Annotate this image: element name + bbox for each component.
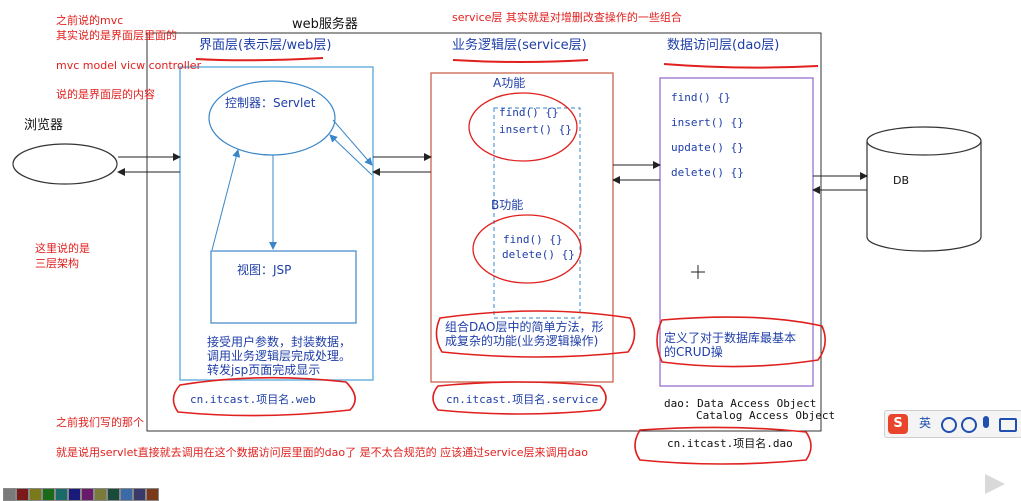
note-three-tier-2: 三层架构 bbox=[35, 257, 79, 270]
service-desc-circle bbox=[435, 310, 636, 358]
db-label: DB bbox=[893, 174, 910, 187]
microphone-icon[interactable] bbox=[983, 416, 989, 428]
function-b-method-2: delete() {} bbox=[502, 248, 575, 261]
web-package-circle bbox=[172, 376, 356, 417]
palette-swatch-purple[interactable] bbox=[81, 488, 94, 501]
function-dashed-box bbox=[493, 107, 581, 319]
function-a-method-2: insert() {} bbox=[499, 123, 572, 136]
db-cylinder bbox=[866, 141, 982, 252]
note-bottom: 就是说用servlet直接就去调用在这个数据访问层里面的dao了 是不太合规范的… bbox=[56, 446, 588, 459]
web-server-box bbox=[146, 32, 822, 432]
dao-method-update: update() {} bbox=[671, 141, 744, 154]
function-b-circle bbox=[472, 214, 582, 284]
color-palette[interactable] bbox=[0, 488, 160, 501]
palette-swatch-teal[interactable] bbox=[55, 488, 68, 501]
function-a-label: A功能 bbox=[493, 76, 526, 90]
ime-toolbar[interactable]: S 英 bbox=[884, 410, 1021, 438]
function-b-label: B功能 bbox=[491, 198, 524, 212]
web-layer-box bbox=[179, 66, 374, 381]
dao-layer-box bbox=[659, 77, 814, 387]
web-layer-title: 界面层(表示层/web层) bbox=[199, 38, 332, 53]
palette-swatch-green[interactable] bbox=[42, 488, 55, 501]
web-server-title: web服务器 bbox=[292, 17, 358, 32]
browser-ellipse bbox=[12, 143, 118, 185]
controller-ellipse bbox=[208, 80, 336, 156]
function-a-method-1: find() {} bbox=[499, 106, 559, 119]
note-mvc-2: 其实说的是界面层里面的 bbox=[56, 29, 177, 42]
ime-mode-label[interactable]: 英 bbox=[919, 416, 932, 430]
dao-method-insert: insert() {} bbox=[671, 116, 744, 129]
note-mvc-1: 之前说的mvc bbox=[56, 14, 124, 27]
punctuation-icon[interactable] bbox=[941, 417, 957, 433]
palette-swatch-maroon[interactable] bbox=[16, 488, 29, 501]
dao-abbreviation-1: dao: Data Access Object bbox=[664, 397, 817, 410]
smiley-icon[interactable] bbox=[961, 417, 977, 433]
controller-label: 控制器：Servlet bbox=[225, 96, 316, 110]
dao-package-circle bbox=[634, 426, 812, 465]
service-layer-title: 业务逻辑层(service层) bbox=[452, 38, 587, 53]
dao-desc-circle bbox=[656, 316, 826, 368]
palette-swatch-slate[interactable] bbox=[133, 488, 146, 501]
web-package-label: cn.itcast.项目名.web bbox=[190, 393, 316, 406]
sogou-s-icon[interactable]: S bbox=[888, 414, 908, 434]
dao-layer-desc-2: 的CRUD操 bbox=[664, 345, 723, 359]
palette-swatch-gray[interactable] bbox=[3, 488, 16, 501]
view-label: 视图：JSP bbox=[237, 263, 292, 277]
browser-label: 浏览器 bbox=[24, 118, 64, 133]
view-box bbox=[210, 250, 357, 324]
service-layer-desc-1: 组合DAO层中的简单方法，形 bbox=[445, 320, 604, 334]
web-layer-desc-2: 调用业务逻辑层完成处理。 bbox=[207, 349, 352, 363]
note-three-tier-1: 这里说的是 bbox=[35, 242, 90, 255]
service-layer-desc-2: 成复杂的功能(业务逻辑操作) bbox=[445, 334, 599, 348]
dao-method-find: find() {} bbox=[671, 91, 731, 104]
palette-swatch-olive[interactable] bbox=[29, 488, 42, 501]
dao-method-delete: delete() {} bbox=[671, 166, 744, 179]
dao-abbreviation-2: Catalog Access Object bbox=[696, 409, 836, 422]
service-package-circle bbox=[432, 381, 607, 415]
web-layer-desc-3: 转发jsp页面完成显示 bbox=[207, 363, 321, 377]
dao-package-label: cn.itcast.项目名.dao bbox=[667, 437, 793, 450]
web-layer-desc-1: 接受用户参数，封装数据， bbox=[207, 335, 352, 349]
palette-swatch-brown[interactable] bbox=[146, 488, 159, 501]
note-service-top: service层 其实就是对增删改查操作的一些组合 bbox=[452, 11, 682, 24]
view-to-controller-arrow bbox=[211, 149, 241, 251]
note-mvc-4: 说的是界面层的内容 bbox=[56, 88, 155, 101]
service-to-controller-arrow bbox=[329, 134, 373, 176]
note-before: 之前我们写的那个 bbox=[56, 416, 144, 429]
note-mvc-3: mvc model vicw controller bbox=[56, 59, 202, 72]
dao-title-underline bbox=[663, 63, 819, 69]
controller-to-service-arrow bbox=[332, 119, 373, 166]
web-title-underline bbox=[195, 57, 324, 62]
keyboard-icon[interactable] bbox=[999, 418, 1017, 432]
palette-swatch-khaki[interactable] bbox=[94, 488, 107, 501]
service-package-label: cn.itcast.项目名.service bbox=[446, 393, 599, 406]
dao-layer-title: 数据访问层(dao层) bbox=[667, 38, 780, 53]
palette-swatch-steel[interactable] bbox=[120, 488, 133, 501]
service-title-underline bbox=[452, 59, 589, 63]
palette-swatch-navy[interactable] bbox=[68, 488, 81, 501]
cursor-crosshair-icon bbox=[691, 265, 705, 279]
palette-swatch-darkgreen[interactable] bbox=[107, 488, 120, 501]
function-b-method-1: find() {} bbox=[503, 233, 563, 246]
play-icon bbox=[985, 474, 1005, 494]
dao-layer-desc-1: 定义了对于数据库最基本 bbox=[664, 331, 797, 345]
function-a-circle bbox=[468, 92, 578, 162]
db-cylinder-top bbox=[866, 126, 982, 156]
